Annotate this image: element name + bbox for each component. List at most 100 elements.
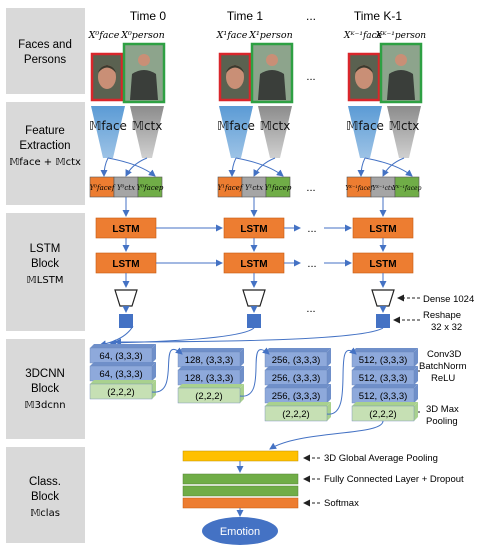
feature-face-t0: Y⁰facef [90, 184, 116, 192]
pool-layer-b0-label: (2,2,2) [107, 387, 134, 398]
features-tk: Yᴷ⁻¹facef Yᴷ⁻¹ctx Yᴷ⁻¹facep [345, 176, 422, 198]
pool-layer-b3: (2,2,2) [351, 402, 418, 422]
stage-feature-line2: Extraction [19, 140, 70, 152]
conv-layer-b3-0: 512, (3,3,3) [351, 348, 418, 368]
pool-layer-b0: (2,2,2) [89, 380, 156, 400]
conv-layer-b0-0: 64, (3,3,3) [89, 344, 156, 364]
input-face-label-t1: X¹face [216, 30, 248, 41]
features-t0: Y⁰facef Y⁰ctx Y⁰facep [90, 176, 164, 198]
model-face-label-tk: 𝕄face [346, 119, 384, 133]
stage-lstm-symbol: 𝕄LSTM [27, 275, 64, 286]
feature-facep-t1: Y¹facep [265, 184, 292, 192]
stage-faces-line2: Persons [24, 54, 66, 66]
column-title-t1: Time 1 [227, 9, 264, 23]
ellipsis-dense: ... [306, 303, 315, 315]
lstm-t1-l1: LSTM [240, 224, 267, 235]
stage-lstm-line1: LSTM [30, 243, 61, 255]
input-person-label-tk: Xᴷ⁻¹person [375, 31, 426, 41]
lstm-tk-l2: LSTM [369, 259, 396, 270]
conv-layer-b2-2-label: 256, (3,3,3) [272, 391, 321, 402]
stage-clas-line2: Block [31, 491, 59, 503]
conv-layer-b1-0: 128, (3,3,3) [177, 348, 244, 368]
dense-arrows [122, 306, 387, 313]
stage-clas-line1: Class. [29, 476, 61, 488]
conv-layer-b2-1-label: 256, (3,3,3) [272, 373, 321, 384]
stage-cnn-line1: 3DCNN [25, 368, 65, 380]
conv-layer-b0-0-label: 64, (3,3,3) [99, 351, 142, 362]
stage-faces: Faces and Persons [6, 8, 85, 94]
model-ctx-tk: 𝕄ctx [387, 106, 421, 158]
pool-layer-b3-label: (2,2,2) [369, 409, 396, 420]
model-face-label-t1: 𝕄face [217, 119, 255, 133]
reshape-squares [119, 314, 390, 328]
person-image-tk [379, 42, 423, 104]
conv-layer-b3-0-label: 512, (3,3,3) [359, 355, 408, 366]
model-ctx-t0: 𝕄ctx [130, 106, 164, 158]
emotion-label: Emotion [220, 526, 260, 538]
model-face-t1: 𝕄face [217, 106, 255, 158]
conv-layer-b1-0-label: 128, (3,3,3) [185, 355, 234, 366]
ellipsis-lstm-2: ... [307, 258, 316, 270]
feature-facep-t0: Y⁰facep [137, 184, 164, 192]
model-face-t0: 𝕄face [89, 106, 127, 158]
cnn-to-classifier-arrow [269, 420, 384, 450]
stage-clas-symbol: 𝕄clas [30, 508, 60, 519]
feature-ctx-t1: Y¹ctx [245, 184, 263, 192]
ellipsis-inputs: ... [306, 71, 315, 83]
conv-layer-b0-1-label: 64, (3,3,3) [99, 369, 142, 380]
lstm-t0-l2: LSTM [112, 259, 139, 270]
cnn-connector-2 [326, 347, 357, 415]
model-ctx-t1: 𝕄ctx [258, 106, 292, 158]
lstm-cells: LSTM LSTM LSTM LSTM LSTM LSTM [95, 217, 414, 274]
emotion-node [202, 517, 278, 545]
fc-annotation: Fully Connected Layer + Dropout [324, 474, 464, 485]
person-image-t0 [122, 42, 166, 104]
lstm-tk-l1: LSTM [369, 224, 396, 235]
model-face-tk: 𝕄face [346, 106, 384, 158]
stage-cnn: 3DCNN Block 𝕄3dcnn [6, 339, 85, 439]
classifier: Emotion [182, 450, 299, 545]
column-title-dots: ... [306, 9, 316, 23]
conv-layer-b3-1: 512, (3,3,3) [351, 366, 418, 386]
face-image-t0 [90, 52, 124, 102]
input-face-label-tk: Xᴷ⁻¹face [343, 31, 382, 41]
feature-face-tk: Yᴷ⁻¹facef [345, 185, 374, 192]
lstm-t1-l2: LSTM [240, 259, 267, 270]
model-ctx-label-t0: 𝕄ctx [132, 119, 163, 133]
face-image-tk [347, 52, 381, 102]
feature-face-t1: Y¹facef [218, 184, 244, 192]
model-ctx-label-t1: 𝕄ctx [260, 119, 291, 133]
person-image-t1 [250, 42, 294, 104]
features-t1: Y¹facef Y¹ctx Y¹facep [218, 176, 292, 198]
feature-ctx-t0: Y⁰ctx [117, 184, 135, 192]
conv-layer-b2-0-label: 256, (3,3,3) [272, 355, 321, 366]
stage-feature-symbol: 𝕄face + 𝕄ctx [9, 157, 81, 168]
conv-annotation-3: ReLU [431, 373, 455, 384]
maxpool-annotation-1: 3D Max [426, 404, 459, 415]
input-face-label-t0: X⁰face [88, 30, 120, 41]
conv-layer-b2-0: 256, (3,3,3) [264, 348, 331, 368]
cnn-connector-0 [151, 347, 183, 393]
pool-layer-b1-label: (2,2,2) [195, 391, 222, 402]
conv-layer-b2-2: 256, (3,3,3) [264, 384, 331, 404]
stage-lstm-line2: Block [31, 258, 59, 270]
conv-annotation-2: BatchNorm [419, 361, 467, 372]
ellipsis-features: ... [306, 182, 315, 194]
cnn-connector-1 [239, 347, 270, 397]
lstm-arrows [122, 224, 387, 288]
conv-layer-b3-2-label: 512, (3,3,3) [359, 391, 408, 402]
reshape-annotation-2: 32 x 32 [431, 322, 462, 333]
dense-layers [114, 289, 395, 307]
softmax-bar [182, 497, 299, 509]
reshape-annotation-1: Reshape [423, 310, 461, 321]
conv-layer-b0-1: 64, (3,3,3) [89, 362, 156, 382]
routing-arrows [100, 157, 413, 177]
conv-annotation-1: Conv3D [427, 349, 461, 360]
lstm-t0-l1: LSTM [112, 224, 139, 235]
column-title-tk: Time K-1 [354, 9, 403, 23]
model-ctx-label-tk: 𝕄ctx [389, 119, 420, 133]
face-image-t1 [218, 52, 252, 102]
softmax-annotation: Softmax [324, 498, 359, 509]
stage-clas: Class. Block 𝕄clas [6, 447, 85, 543]
